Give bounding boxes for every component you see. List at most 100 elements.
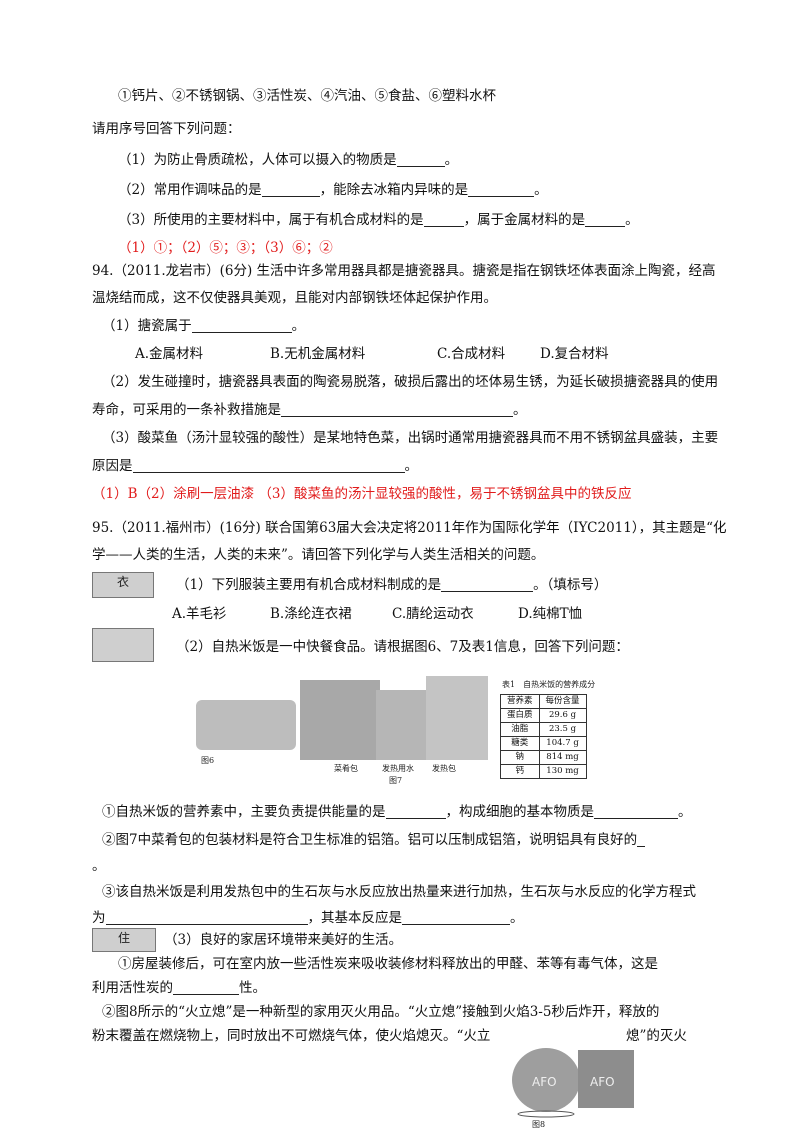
fire-ball-stand [517, 1110, 575, 1118]
answer-blank [396, 152, 445, 167]
q93-s1: （1）为防止骨质疏松，人体可以摄入的物质是 。 [118, 152, 458, 168]
answer-blank [105, 910, 308, 925]
table-header-row: 营养素 每份含量 [500, 694, 587, 709]
answer-blank [191, 318, 292, 333]
fig7-label-water: 发热用水 [382, 764, 414, 773]
q95-d2-line2-tail: 熄”的灭火 [626, 1028, 687, 1044]
figure-7-caption: 图7 [389, 776, 403, 785]
table-cell: 油脂 [500, 722, 540, 737]
table-cell: 钠 [500, 750, 540, 765]
q95-p1-tail: 。（填标号） [533, 577, 608, 593]
period: 。 [510, 910, 524, 926]
period: 。 [444, 152, 459, 168]
answer-blank [132, 458, 405, 473]
q95-d1-line1: ①房屋装修后，可在室内放一些活性炭来吸收装修材料释放出的甲醛、苯等有毒气体，这是 [118, 956, 658, 972]
q93-s2a-text: （2）常用作调味品的是 [118, 182, 262, 198]
q95-d1c-text: 性。 [239, 980, 266, 996]
q93-s3a-text: （3）所使用的主要材料中，属于有机合成材料的是 [118, 212, 424, 228]
q94-option-a: A.金属材料 [135, 346, 204, 362]
q94-heading-line2: 温烧结而成，这不仅使器具美观，且能对内部钢铁坯体起保护作用。 [92, 290, 497, 306]
table-header-cell: 每份含量 [538, 694, 587, 709]
table-cell: 钙 [500, 764, 540, 779]
dish-pack-image [300, 680, 380, 760]
home-thumbnail-label: 住 [117, 931, 130, 945]
q93-answer: （1）①；（2）⑤；③；（3）⑥；② [118, 240, 333, 256]
q95-c1b-text: ，构成细胞的基本物质是 [445, 804, 595, 820]
answer-blank [585, 212, 626, 227]
q95-p3: （3）良好的家居环境带来美好的生活。 [164, 932, 403, 948]
q95-c2a-text: ②图7中菜肴包的包装材料是符合卫生标准的铝箔。铝可以压制成铝箔，说明铝具有良好的 [102, 832, 638, 848]
q93-s2: （2）常用作调味品的是，能除去冰箱内异味的是。 [118, 182, 548, 198]
fire-ball-logo: AFO [532, 1075, 557, 1089]
fire-box-logo: AFO [590, 1075, 615, 1089]
q93-s3: （3）所使用的主要材料中，属于有机合成材料的是 ，属于金属材料的是 。 [118, 212, 639, 228]
q95-c1: ①自热米饭的营养素中，主要负责提供能量的是 ，构成细胞的基本物质是 。 [102, 804, 692, 820]
heating-pack-image [426, 676, 488, 760]
q95-p1: （1）下列服装主要用有机合成材料制成的是 。（填标号） [176, 577, 607, 593]
q93-s2b-text: ，能除去冰箱内异味的是 [319, 182, 469, 198]
fire-extinguisher-ball-image: AFO AFO [512, 1048, 634, 1118]
q95-d2-line2: 粉末覆盖在燃烧物上，同时放出不可燃烧气体，使火焰熄灭。“火立 [92, 1028, 491, 1044]
q95-c3c-text: ，其基本反应是 [307, 910, 403, 926]
period: 。 [625, 212, 639, 228]
q94-s2-line2: 寿命，可采用的一条补救措施是 。 [92, 402, 527, 418]
q95-c2: ②图7中菜肴包的包装材料是符合卫生标准的铝箔。铝可以压制成铝箔，说明铝具有良好的 [102, 832, 646, 848]
fig7-label-heater: 发热包 [432, 764, 456, 773]
q94-s1: （1）搪瓷属于 。 [102, 318, 305, 334]
period: 。 [513, 402, 527, 418]
answer-blank [281, 402, 513, 417]
answer-blank [468, 182, 535, 197]
q95-c3-line1: ③该自热米饭是利用发热包中的生石灰与水反应放出热量来进行加热，生石灰与水反应的化… [102, 884, 696, 900]
table-cell: 814 mg [538, 750, 587, 765]
table-cell: 130 mg [538, 764, 587, 779]
q95-d1-line2: 利用活性炭的性。 [92, 980, 266, 996]
period: 。 [678, 804, 692, 820]
table-cell: 23.5 g [538, 722, 587, 737]
q93-items: ①钙片、②不锈钢锅、③活性炭、④汽油、⑤食盐、⑥塑料水杯 [118, 88, 496, 104]
q95-option-a: A.羊毛衫 [172, 606, 227, 622]
q95-c1a-text: ①自热米饭的营养素中，主要负责提供能量的是 [102, 804, 386, 820]
q94-s3b-text: 原因是 [92, 458, 133, 474]
q95-c2-end: 。 [92, 858, 106, 874]
figure-8-caption: 图8 [532, 1120, 546, 1129]
q94-s3-line2: 原因是 。 [92, 458, 418, 474]
answer-blank [385, 804, 446, 819]
answer-blank [173, 980, 239, 995]
home-thumbnail-icon: 住 [92, 928, 156, 952]
q95-option-c: C.腈纶运动衣 [392, 606, 474, 622]
heating-water-image [376, 690, 426, 760]
fire-ball-box [578, 1050, 634, 1108]
table-cell: 糖类 [500, 736, 540, 751]
fire-ball-sphere [512, 1048, 580, 1112]
answer-blank [594, 804, 678, 819]
q94-option-c: C.合成材料 [437, 346, 506, 362]
q95-p1-text: （1）下列服装主要用有机合成材料制成的是 [176, 577, 442, 593]
q95-d2-line1: ②图8所示的“火立熄”是一种新型的家用灭火用品。“火立熄”接触到火焰3-5秒后炸… [102, 1004, 660, 1020]
q94-s3-line1: （3）酸菜鱼（汤汁显较强的酸性）是某地特色菜，出锅时通常用搪瓷器具而不用不锈钢盆… [102, 430, 719, 446]
table-header-cell: 营养素 [500, 694, 540, 709]
q93-s3b-text: ，属于金属材料的是 [463, 212, 586, 228]
answer-blank [261, 182, 320, 197]
q94-heading-line1: 94.（2011.龙岩市）(6分) 生活中许多常用器具都是搪瓷器具。搪瓷是指在钢… [92, 263, 716, 279]
answer-blank [637, 832, 646, 847]
q94-s2b-text: 寿命，可采用的一条补救措施是 [92, 402, 281, 418]
table-1-title: 表1 自热米饭的营养成分 [502, 680, 596, 689]
table-cell: 29.6 g [538, 708, 587, 723]
clothing-thumbnail-label: 衣 [116, 575, 129, 589]
q95-p2: （2）自热米饭是一中快餐食品。请根据图6、7及表1信息，回答下列问题： [176, 639, 629, 655]
q94-answer: （1）B（2）涂刷一层油漆 （3）酸菜鱼的汤汁显较强的酸性，易于不锈钢盆具中的铁… [92, 486, 632, 502]
answer-blank [423, 212, 464, 227]
q93-instruction: 请用序号回答下列问题： [92, 121, 241, 137]
food-thumbnail-icon [92, 628, 154, 662]
q94-s1-text: （1）搪瓷属于 [102, 318, 192, 334]
q93-s1-text: （1）为防止骨质疏松，人体可以摄入的物质是 [118, 152, 397, 168]
clothing-thumbnail-icon: 衣 [92, 572, 154, 598]
period: 。 [291, 318, 306, 334]
period: 。 [404, 458, 419, 474]
q94-option-b: B.无机金属材料 [270, 346, 366, 362]
